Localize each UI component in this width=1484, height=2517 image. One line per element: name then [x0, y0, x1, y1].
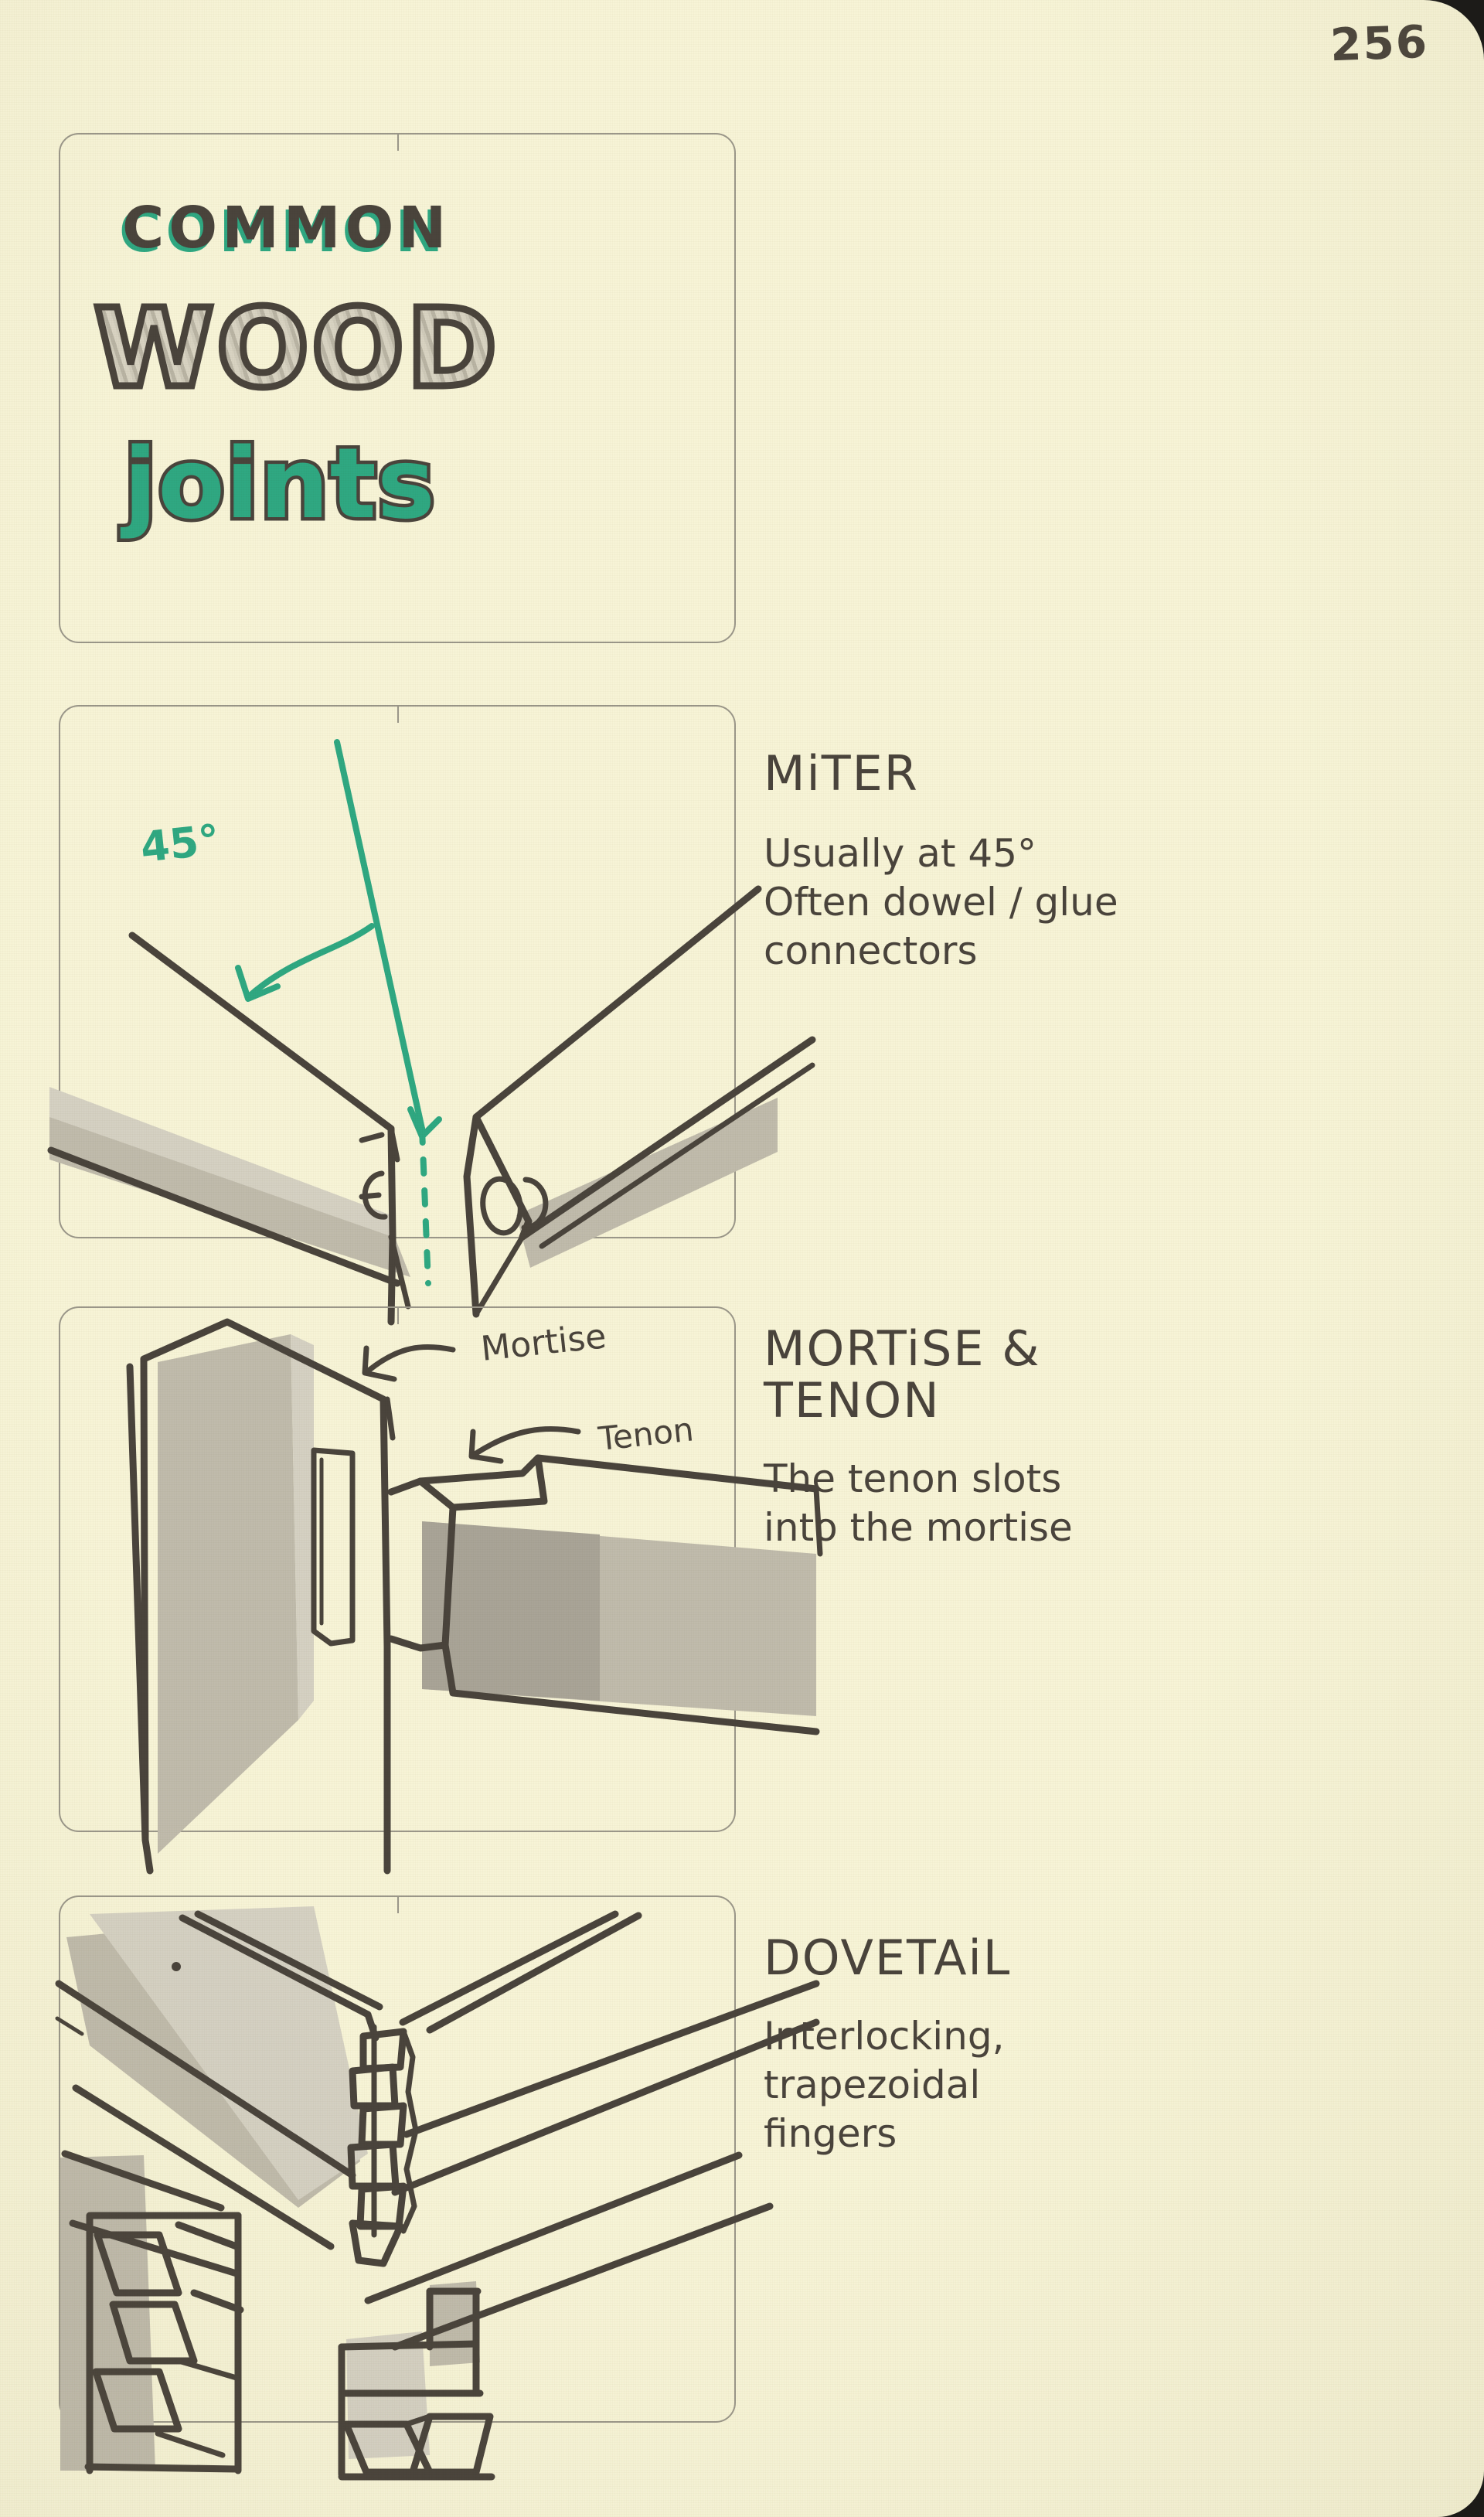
miter-heading: MiTER [764, 745, 919, 802]
dovetail-body-line-2: trapezoidal [764, 2062, 981, 2107]
title-line-common: COMMON [122, 195, 451, 261]
miter-body-line-3: connectors [764, 928, 978, 973]
miter-body-line-2: Often dowel / glue [764, 879, 1118, 925]
title-card-frame: COMMON WOOD joints [59, 133, 736, 643]
miter-body-line-1: Usually at 45° [764, 830, 1037, 876]
mortise-tenon-heading-line-2: TENON [764, 1371, 941, 1429]
register-tick-icon [397, 1307, 399, 1324]
mortise-tenon-body-line-1: The tenon slots [764, 1456, 1062, 1501]
register-tick-icon [397, 1896, 399, 1913]
register-tick-icon [397, 134, 399, 151]
miter-angle-label: 45° [138, 816, 222, 872]
dovetail-body-line-3: fingers [764, 2110, 897, 2156]
mortise-tenon-heading-line-1: MORTiSE & [764, 1320, 1041, 1377]
dovetail-heading: DOVETAiL [764, 1929, 1012, 1986]
tenon-label: Tenon [596, 1410, 696, 1458]
mortise-tenon-text-block: MORTiSE & TENON The tenon slots into the… [764, 1323, 1073, 1552]
title-line-joints: joints [121, 424, 439, 544]
mortise-tenon-diagram: Mortise Tenon [126, 1316, 823, 1875]
register-tick-icon [397, 706, 399, 723]
dovetail-body-line-1: Interlocking, [764, 2013, 1005, 2059]
miter-diagram-frame [59, 705, 736, 1238]
dovetail-text-block: DOVETAiL Interlocking, trapezoidal finge… [764, 1929, 1012, 2158]
mortise-tenon-body-line-2: into the mortise [764, 1504, 1073, 1550]
miter-diagram: 45° [47, 739, 816, 1326]
miter-text-block: MiTER Usually at 45° Often dowel / glue … [764, 748, 1118, 976]
page-number: 256 [1329, 15, 1430, 72]
title-line-wood: WOOD [91, 283, 501, 416]
mortise-label: Mortise [479, 1316, 608, 1369]
dovetail-diagram [55, 1906, 820, 2481]
